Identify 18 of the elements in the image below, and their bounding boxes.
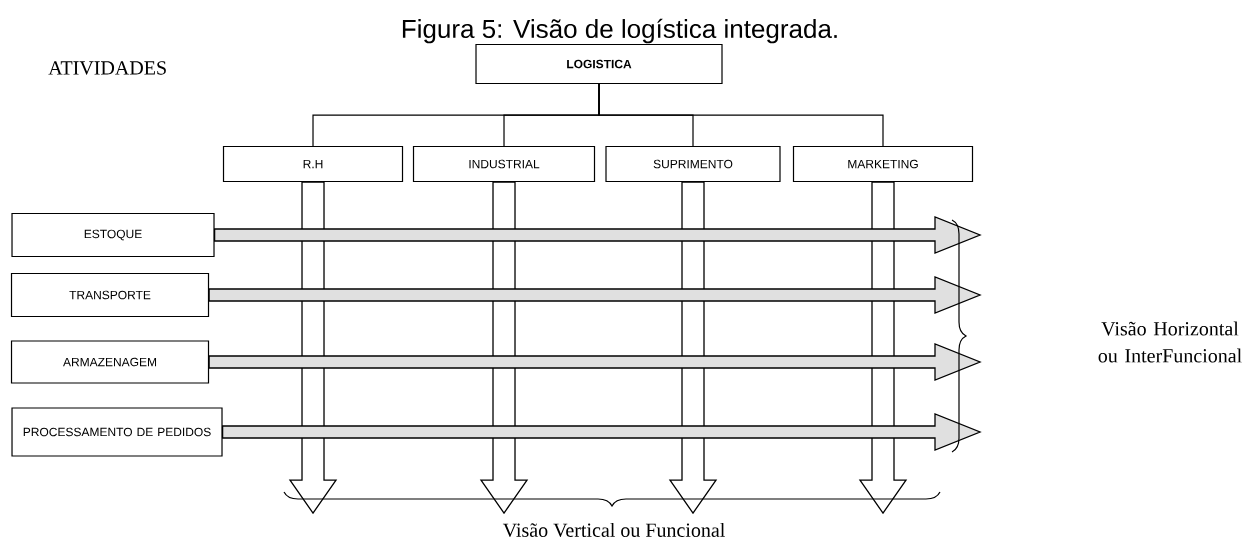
title: Figura 5: Visão de logística integrada.: [402, 18, 837, 44]
label: Visão Horizontal ou InterFuncional: [1098, 321, 1242, 363]
activity-box: ARMAZENAGEM: [10, 340, 210, 384]
label: ATIVIDADES: [48, 61, 166, 75]
block-arrow: [208, 343, 982, 381]
activity-box: TRANSPORTE: [10, 272, 210, 318]
department-box: R.H: [222, 145, 404, 183]
block-arrow: [213, 216, 982, 254]
department-box: MARKETING: [792, 145, 974, 183]
activity-box: PROCESSAMENTO DE PEDIDOS: [11, 407, 223, 457]
box: LOGISTICA: [475, 43, 723, 85]
block-arrow: [221, 413, 982, 451]
activity-box: ESTOQUE: [11, 212, 215, 258]
label: Visão Vertical ou Funcional: [502, 522, 725, 538]
connector-line: [598, 83, 884, 147]
department-box: SUPRIMENTO: [605, 145, 781, 183]
department-box: INDUSTRIAL: [412, 145, 596, 183]
block-arrow: [208, 276, 982, 314]
